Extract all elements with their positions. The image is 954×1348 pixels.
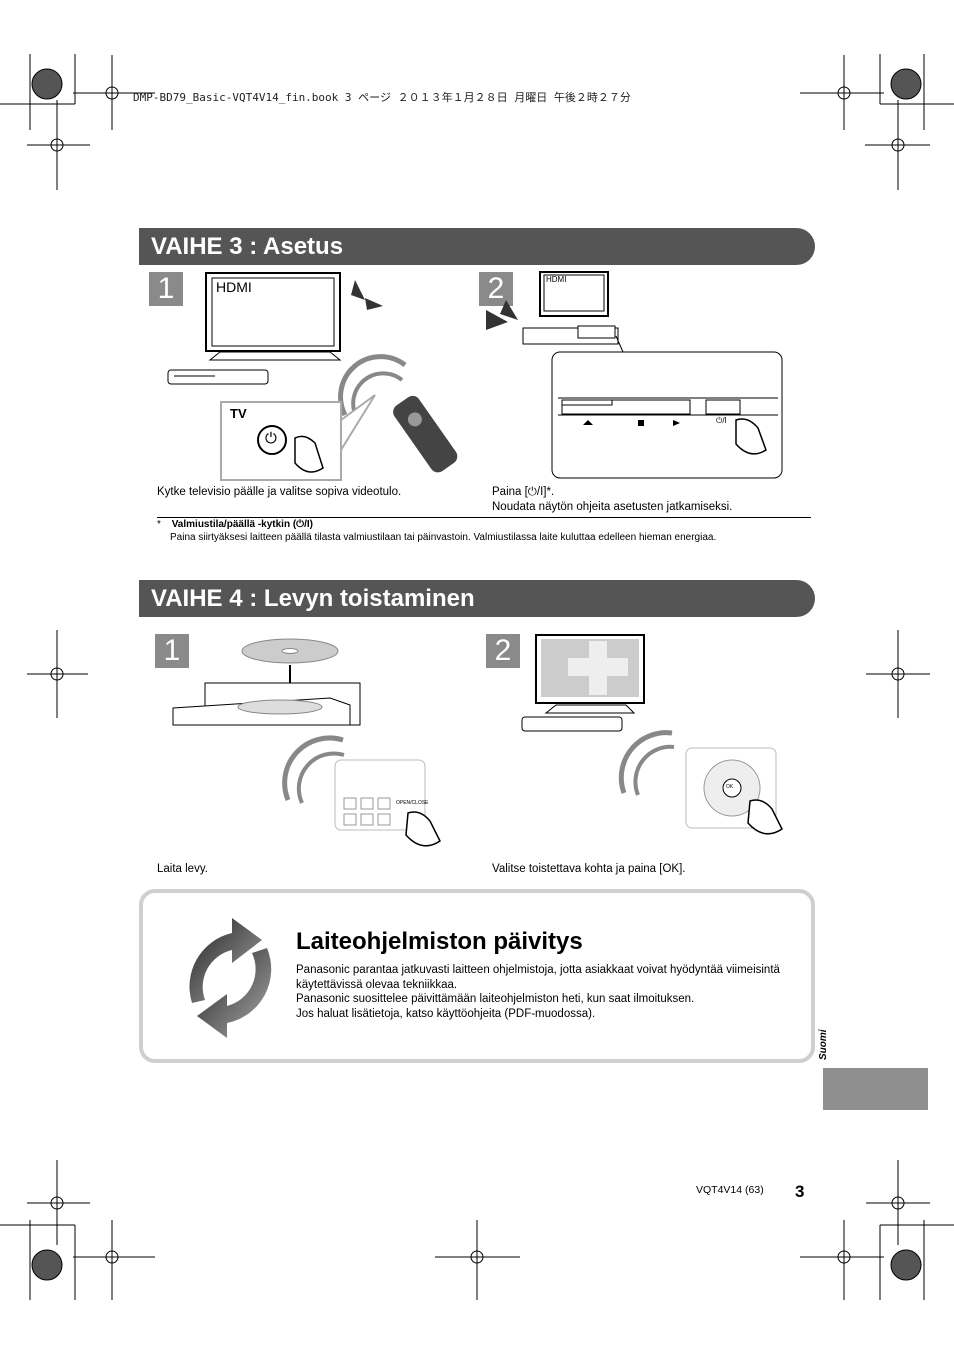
firmware-update-text: Panasonic parantaa jatkuvasti laitteen o… xyxy=(296,963,796,1021)
power-button-label: ⏻/I xyxy=(716,416,727,425)
step3-num-2: 2 xyxy=(479,272,513,306)
menu-illustration xyxy=(521,634,783,835)
power-icon: ⏻ xyxy=(265,430,277,447)
language-label: Suomi xyxy=(818,1029,829,1060)
step3-caption-2b: Noudata näytön ohjeita asetusten jatkami… xyxy=(492,501,733,513)
step3-banner: VAIHE 3 : Asetus xyxy=(139,228,815,265)
step4-caption-2: Valitse toistettava kohta ja paina [OK]. xyxy=(492,863,686,875)
open-close-label: OPEN/CLOSE xyxy=(396,800,429,806)
tv-button-label: TV xyxy=(230,406,247,421)
note-star: * xyxy=(157,519,161,530)
note-rule xyxy=(157,517,811,518)
step3-num-1: 1 xyxy=(149,272,183,306)
update-para-1: Panasonic parantaa jatkuvasti laitteen o… xyxy=(296,964,780,991)
footer-code: VQT4V14 (63) xyxy=(696,1184,764,1196)
step3-caption-2a: Paina [⏻/I]*. xyxy=(492,486,555,498)
firmware-update-box xyxy=(139,889,815,1063)
ok-label: OK xyxy=(726,784,734,790)
file-header: DMP-BD79_Basic-VQT4V14_fin.book 3 ページ ２０… xyxy=(133,91,631,104)
update-para-2: Panasonic suosittelee päivittämään laite… xyxy=(296,993,695,1005)
note-text: Paina siirtyäksesi laitteen päällä tilas… xyxy=(170,532,717,543)
step4-num-1: 1 xyxy=(155,634,189,668)
refresh-icon xyxy=(189,918,272,1038)
note-title: Valmiustila/päällä -kytkin (⏻/I) xyxy=(171,519,313,530)
tv-illustration xyxy=(167,272,458,481)
player-illustration xyxy=(486,271,783,479)
firmware-update-title: Laiteohjelmiston päivitys xyxy=(296,928,583,955)
page-number: 3 xyxy=(795,1182,805,1201)
standby-note: * Valmiustila/päällä -kytkin (⏻/I) Paina… xyxy=(157,518,797,544)
step4-banner: VAIHE 4 : Levyn toistaminen xyxy=(139,580,815,617)
hdmi-label-small: HDMI xyxy=(546,275,567,284)
disc-tray-illustration xyxy=(172,638,441,847)
language-tab xyxy=(823,1068,928,1110)
step4-caption-1: Laita levy. xyxy=(157,863,208,875)
step3-caption-1: Kytke televisio päälle ja valitse sopiva… xyxy=(157,486,402,498)
hdmi-label: HDMI xyxy=(216,279,252,295)
step4-num-2: 2 xyxy=(486,634,520,668)
update-para-3: Jos haluat lisätietoja, katso käyttöohje… xyxy=(296,1007,596,1020)
